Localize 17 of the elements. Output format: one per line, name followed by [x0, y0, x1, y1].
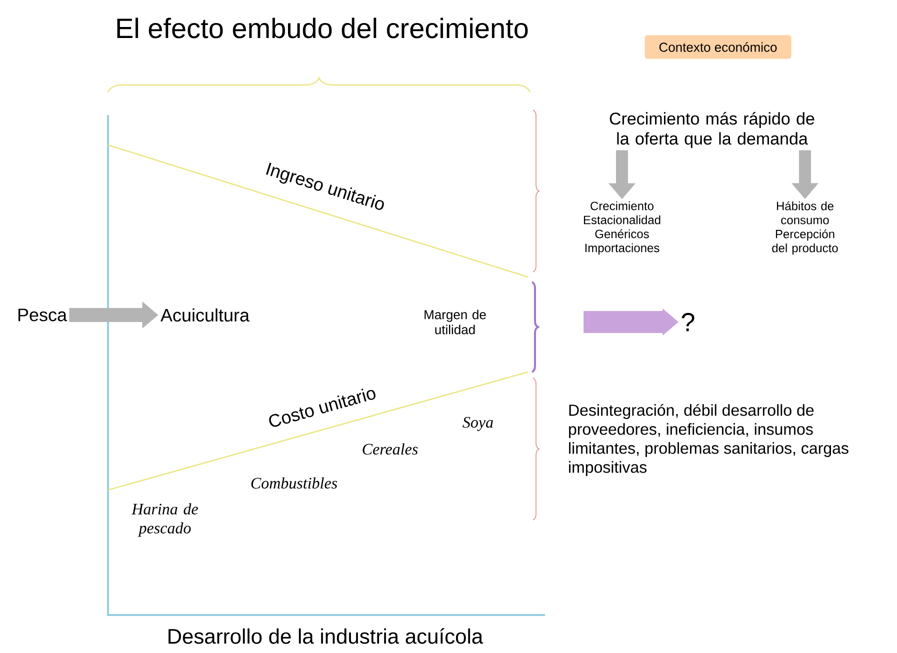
cost-factor: Cereales — [362, 443, 418, 455]
label-box: Contexto económico — [644, 35, 792, 59]
node-text: Acuicultura — [160, 308, 250, 322]
cost-factor: Combustibles — [251, 477, 338, 489]
line-label: Ingreso unitario — [266, 162, 384, 210]
cost-factor: Harina de pescado — [132, 503, 198, 537]
note-text: Desintegración, débil desarrollo de proveedores, ineficiencia, insumos limitantes, problemas sanitarios, cargas impositivas — [569, 404, 848, 476]
question-mark: ? — [682, 312, 694, 332]
node-text: Crecimiento Estacionalidad Genéricos Importaciones — [584, 201, 660, 255]
node-text: Pesca — [18, 308, 68, 322]
line-label: Costo unitario — [269, 388, 376, 427]
node-text: Margen de utilidad — [424, 310, 486, 334]
node-text: Hábitos de consumo Percepción del producto — [772, 201, 838, 255]
cost-factor: Soya — [462, 416, 493, 432]
axis-label: Desarrollo de la industria acuícola — [168, 628, 484, 644]
node-text: Crecimiento más rápido de la oferta que la demanda — [610, 112, 814, 148]
title: El efecto embudo del crecimiento — [117, 18, 528, 38]
